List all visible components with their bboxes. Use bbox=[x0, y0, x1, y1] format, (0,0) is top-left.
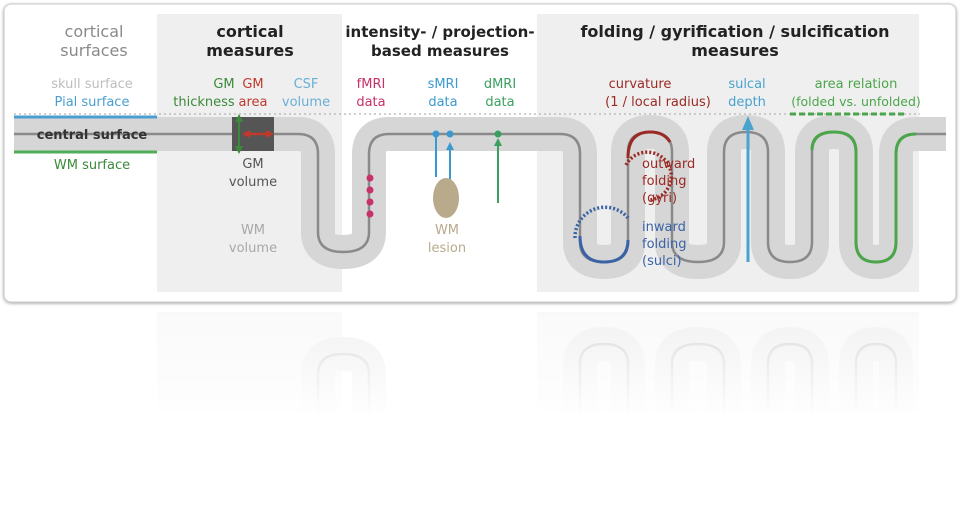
label-smri-1: sMRI bbox=[428, 77, 459, 92]
label-gm-thickness-2: thickness bbox=[173, 95, 235, 110]
gm-area-arrow-head bbox=[266, 130, 274, 138]
sulcal-depth-arrow-head bbox=[742, 116, 754, 130]
label-outward-folding-2: folding bbox=[642, 174, 687, 189]
label-area-relation-2: (folded vs. unfolded) bbox=[791, 94, 921, 109]
col-title-intensity: intensity- / projection- bbox=[345, 23, 534, 41]
label-gm-area-2: area bbox=[239, 95, 268, 110]
col-title-cortical-measures: cortical bbox=[216, 22, 283, 41]
label-inward-folding-3: (sulci) bbox=[642, 254, 682, 269]
label-sulcal-depth-1: sulcal bbox=[728, 77, 765, 92]
label-smri-2: data bbox=[428, 95, 457, 110]
dmri-arrow-head bbox=[494, 138, 502, 146]
gm-thickness-arrow-head-down bbox=[235, 146, 243, 154]
smri-point-1 bbox=[432, 130, 440, 138]
gyri-curvature-arc bbox=[624, 150, 673, 202]
gm-thickness-arrow-head-up bbox=[235, 114, 243, 122]
label-csf-volume-2: volume bbox=[282, 95, 330, 110]
label-curvature-2: (1 / local radius) bbox=[605, 95, 711, 110]
label-wm-volume-1: WM bbox=[241, 223, 265, 238]
col-title-cortical-surfaces: cortical bbox=[65, 22, 124, 41]
smri-point-2 bbox=[446, 130, 454, 138]
label-outward-folding-1: outward bbox=[642, 157, 695, 172]
label-fmri-1: fMRI bbox=[357, 77, 386, 92]
wm-lesion-blob bbox=[433, 178, 459, 218]
reflection bbox=[4, 306, 956, 416]
label-skull-surface: skull surface bbox=[51, 77, 133, 92]
label-dmri-1: dMRI bbox=[484, 77, 516, 92]
label-inward-folding-1: inward bbox=[642, 220, 686, 235]
dmri-point bbox=[494, 130, 502, 138]
label-curvature-1: curvature bbox=[609, 77, 672, 92]
label-dmri-2: data bbox=[485, 95, 514, 110]
label-csf-volume-1: CSF bbox=[294, 77, 319, 92]
label-area-relation-1: area relation bbox=[815, 77, 898, 92]
label-sulcal-depth-2: depth bbox=[728, 95, 766, 110]
label-gm-volume-1: GM bbox=[242, 157, 263, 172]
label-central-surface: central surface bbox=[37, 128, 148, 143]
smri-arrow-head bbox=[446, 142, 454, 150]
label-gm-volume-2: volume bbox=[229, 175, 277, 190]
col-title-intensity-2: based measures bbox=[371, 42, 509, 60]
gyri-solid-arc bbox=[626, 130, 672, 159]
label-gm-area-1: GM bbox=[242, 77, 263, 92]
sulci-curvature-arc bbox=[573, 205, 630, 239]
fmri-points bbox=[366, 174, 374, 218]
label-wm-lesion-1: WM bbox=[435, 223, 459, 238]
col-title-folding-2: measures bbox=[691, 41, 779, 60]
label-wm-surface: WM surface bbox=[54, 158, 130, 173]
label-inward-folding-2: folding bbox=[642, 237, 687, 252]
col-title-folding: folding / gyrification / sulcification bbox=[580, 22, 889, 41]
label-outward-folding-3: (gyri) bbox=[642, 191, 677, 206]
col-title-cortical-measures-2: measures bbox=[206, 41, 294, 60]
sulci-solid-arc bbox=[578, 235, 630, 264]
gm-area-arrow-tail bbox=[242, 130, 250, 138]
label-gm-thickness-1: GM bbox=[213, 77, 234, 92]
label-wm-volume-2: volume bbox=[229, 241, 277, 256]
label-fmri-2: data bbox=[356, 95, 385, 110]
label-wm-lesion-2: lesion bbox=[428, 241, 466, 256]
area-relation-folded-1 bbox=[810, 130, 917, 264]
col-title-cortical-surfaces-2: surfaces bbox=[60, 41, 127, 60]
label-pial-surface: Pial surface bbox=[55, 95, 130, 110]
